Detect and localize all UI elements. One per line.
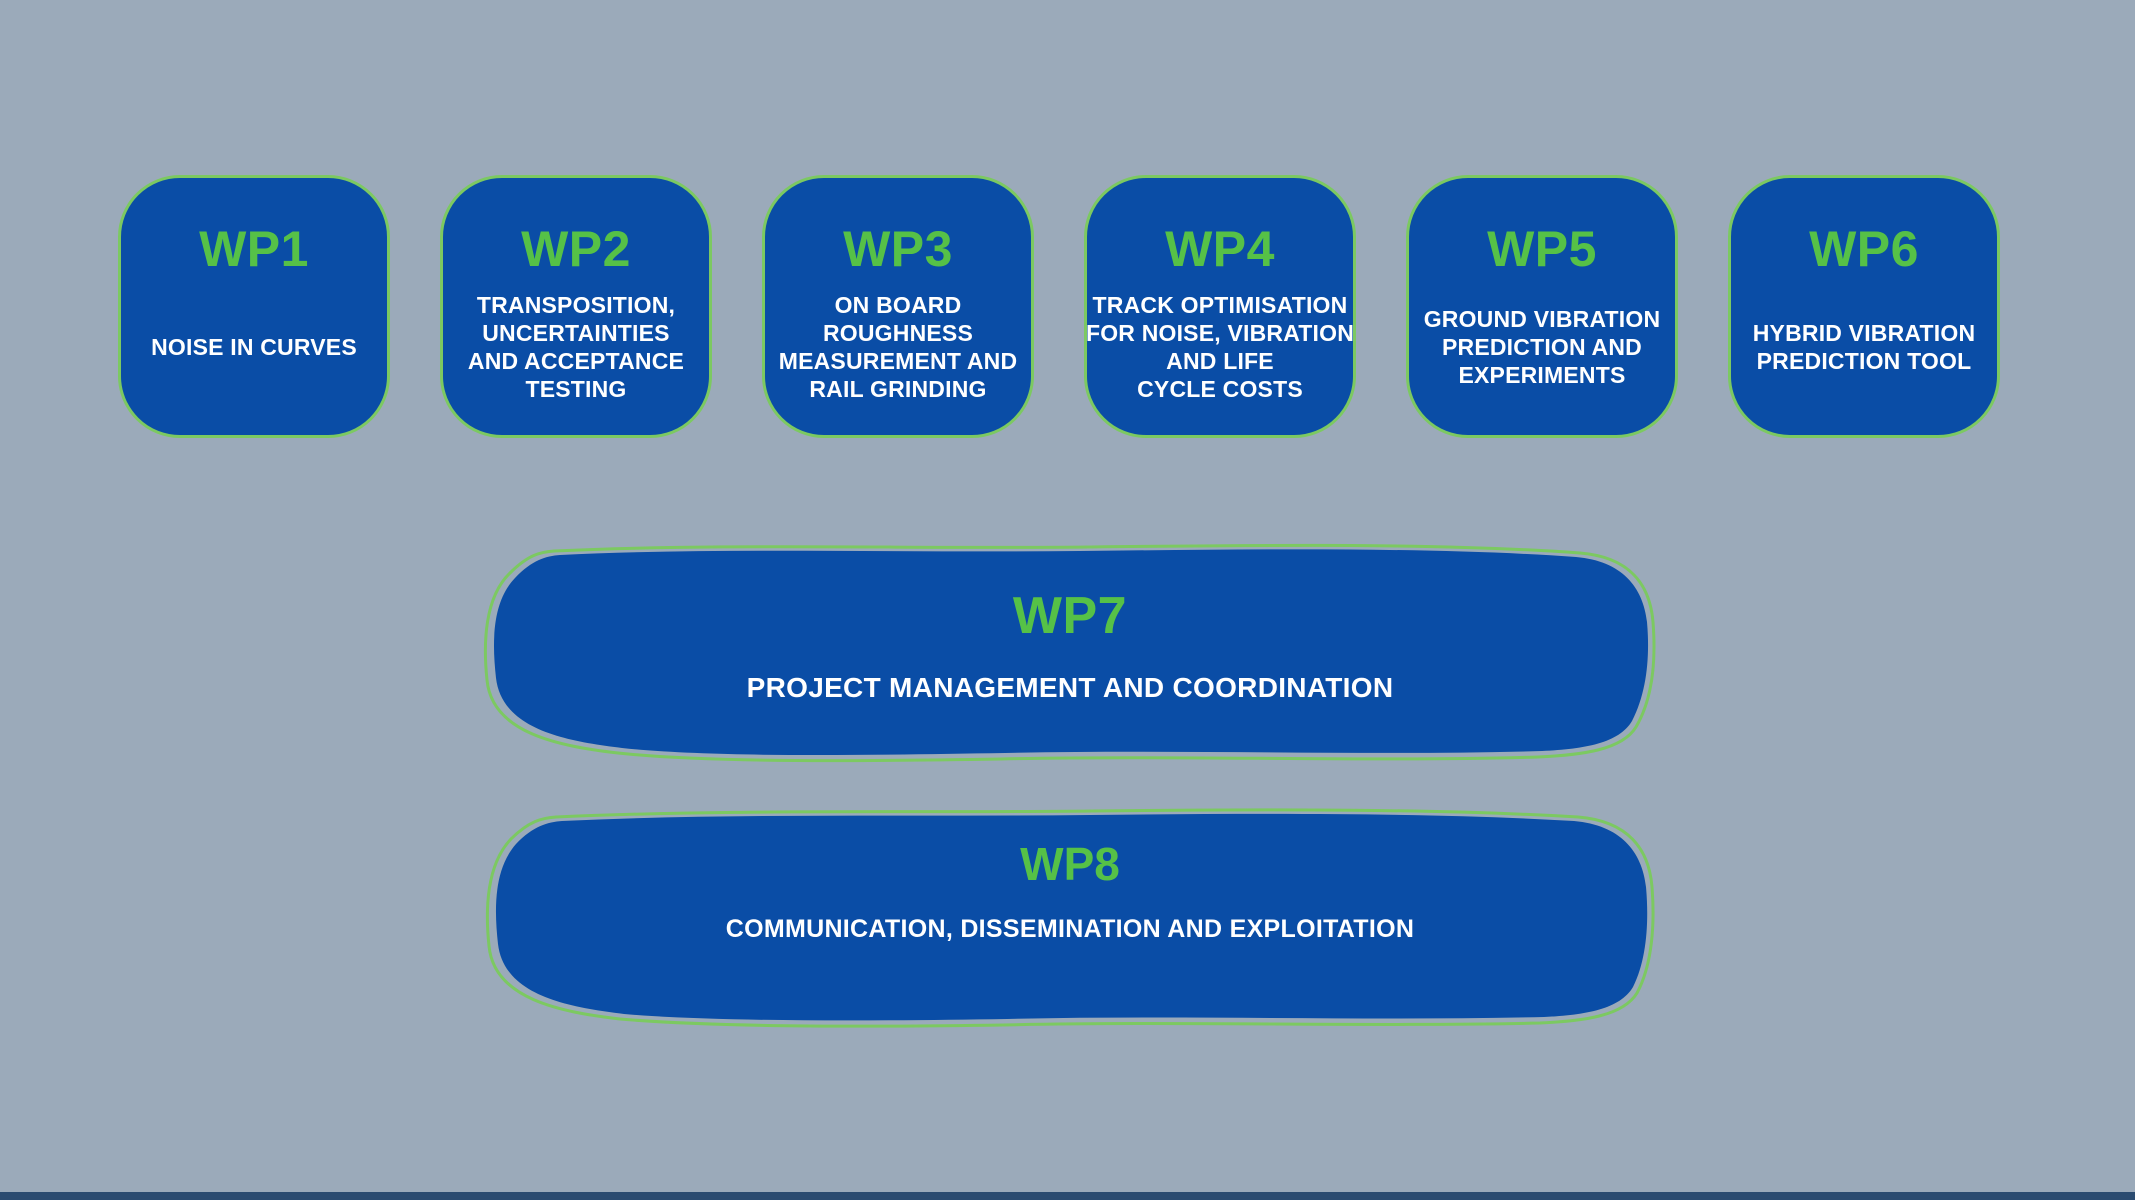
wp6-description-line: PREDICTION TOOL [1756, 348, 1972, 374]
wp5-description-line: EXPERIMENTS [1458, 362, 1626, 388]
wp8-blob-shape [485, 808, 1655, 1028]
wp1-card: WP1 NOISE IN CURVES [118, 175, 390, 438]
wp4-title: WP4 [1165, 221, 1275, 277]
wp2-description-line: UNCERTAINTIES [482, 320, 670, 346]
wp6-title: WP6 [1809, 221, 1919, 277]
wp5-title: WP5 [1487, 221, 1597, 277]
wp3-card: WP3 ON BOARD ROUGHNESS MEASUREMENT AND R… [762, 175, 1034, 438]
wp4-description-line: CYCLE COSTS [1137, 376, 1303, 402]
wp6-description: HYBRID VIBRATION PREDICTION TOOL [1753, 277, 1976, 417]
wp5-card: WP5 GROUND VIBRATION PREDICTION AND EXPE… [1406, 175, 1678, 438]
wp3-description: ON BOARD ROUGHNESS MEASUREMENT AND RAIL … [779, 277, 1018, 417]
wp4-description-line: FOR NOISE, VIBRATION [1085, 320, 1355, 346]
wp8-card: WP8 COMMUNICATION, DISSEMINATION AND EXP… [480, 807, 1660, 1032]
wp2-description: TRANSPOSITION, UNCERTAINTIES AND ACCEPTA… [468, 277, 684, 417]
wp4-description-line: TRACK OPTIMISATION [1092, 292, 1348, 318]
wp3-description-line: ON BOARD [834, 292, 962, 318]
wp5-description-line: GROUND VIBRATION [1423, 306, 1661, 332]
wp1-description: NOISE IN CURVES [151, 277, 357, 417]
wp2-card: WP2 TRANSPOSITION, UNCERTAINTIES AND ACC… [440, 175, 712, 438]
wp7-description: PROJECT MANAGEMENT AND COORDINATION [746, 672, 1394, 704]
wp5-description: GROUND VIBRATION PREDICTION AND EXPERIME… [1424, 277, 1661, 417]
wp4-card: WP4 TRACK OPTIMISATION FOR NOISE, VIBRAT… [1084, 175, 1356, 438]
wp6-card: WP6 HYBRID VIBRATION PREDICTION TOOL [1728, 175, 2000, 438]
wp3-title: WP3 [843, 221, 953, 277]
wp1-description-line: NOISE IN CURVES [151, 334, 357, 360]
wp6-description-line: HYBRID VIBRATION [1752, 320, 1976, 346]
wp7-card: WP7 PROJECT MANAGEMENT AND COORDINATION [480, 542, 1660, 767]
wp2-description-line: AND ACCEPTANCE [467, 348, 685, 374]
wp2-title: WP2 [521, 221, 631, 277]
wp2-description-line: TRANSPOSITION, [476, 292, 676, 318]
wp3-description-line: ROUGHNESS [822, 320, 974, 346]
wp4-description-line: AND LIFE [1166, 348, 1274, 374]
wp3-description-line: RAIL GRINDING [809, 376, 987, 402]
bottom-edge-bar [0, 1192, 2135, 1200]
wp3-description-line: MEASUREMENT AND [778, 348, 1018, 374]
wp8-description: COMMUNICATION, DISSEMINATION AND EXPLOIT… [725, 914, 1415, 943]
wp7-content: WP7 PROJECT MANAGEMENT AND COORDINATION [480, 542, 1660, 767]
wp1-title: WP1 [199, 221, 309, 277]
wp-top-row: WP1 NOISE IN CURVES WP2 TRANSPOSITION, U… [118, 175, 2000, 438]
wp7-blob-shape [483, 543, 1656, 763]
wp2-description-line: TESTING [525, 376, 627, 402]
wp5-description-line: PREDICTION AND [1441, 334, 1642, 360]
wp8-content: WP8 COMMUNICATION, DISSEMINATION AND EXP… [480, 807, 1660, 1032]
wp7-title: WP7 [1012, 586, 1128, 645]
wp4-description: TRACK OPTIMISATION FOR NOISE, VIBRATION … [1086, 277, 1354, 417]
wp8-title: WP8 [1020, 838, 1120, 891]
